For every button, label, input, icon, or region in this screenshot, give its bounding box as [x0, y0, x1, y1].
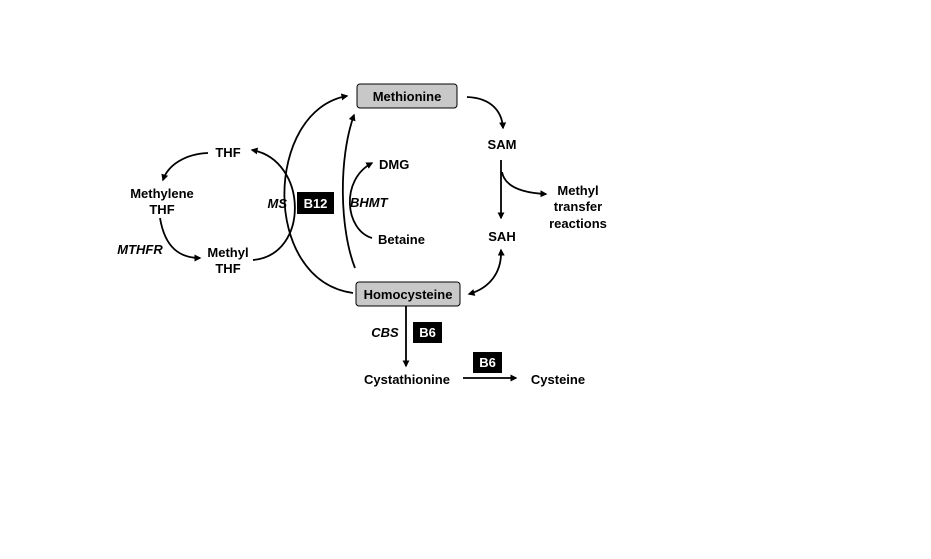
methyl-thf-label-line1: Methyl — [207, 245, 248, 260]
arrow-sah-homocysteine-reversible — [467, 248, 505, 296]
cysteine-label: Cysteine — [531, 372, 585, 387]
thf-label: THF — [215, 145, 240, 160]
node-homocysteine: Homocysteine — [355, 281, 461, 307]
methionine-label: Methionine — [373, 89, 442, 104]
arrow-methylenethf-to-methylthf — [159, 217, 202, 262]
node-methionine: Methionine — [356, 83, 458, 109]
methyl-transfer-label-line3: reactions — [549, 216, 607, 231]
cystathionine-label: Cystathionine — [364, 372, 450, 387]
b12-label: B12 — [304, 196, 328, 211]
arrow-betaine-to-dmg — [348, 162, 374, 239]
enzyme-bhmt-label: BHMT — [350, 195, 389, 210]
methyl-transfer-label-line1: Methyl — [557, 183, 598, 198]
dmg-label: DMG — [379, 157, 409, 172]
b6-cbs-label: B6 — [419, 325, 436, 340]
methyl-transfer-label-line2: transfer — [554, 199, 602, 214]
methyl-thf-label-line2: THF — [215, 261, 240, 276]
homocysteine-label: Homocysteine — [364, 287, 453, 302]
enzyme-ms-label: MS — [268, 196, 288, 211]
methionine-box — [356, 83, 458, 109]
arrow-sam-to-methyl-transfer — [501, 171, 548, 198]
methylene-thf-label-line2: THF — [149, 202, 174, 217]
enzyme-mthfr-label: MTHFR — [117, 242, 163, 257]
methylene-thf-label-line1: Methylene — [130, 186, 194, 201]
b6-cysteine-box — [473, 352, 502, 373]
b6-cysteine-label: B6 — [479, 355, 496, 370]
arrow-methylthf-to-thf — [250, 147, 296, 261]
cofactor-b12-badge: B12 — [297, 192, 334, 214]
arrow-ms-homocysteine-to-methionine — [283, 93, 354, 294]
cofactor-b6-cbs-badge: B6 — [413, 322, 442, 343]
arrow-bhmt-homocysteine-to-methionine — [341, 113, 356, 269]
arrow-thf-to-methylenethf — [161, 152, 209, 182]
sah-label: SAH — [488, 229, 515, 244]
b12-box — [297, 192, 334, 214]
b6-cbs-box — [413, 322, 442, 343]
cofactor-b6-cysteine-badge: B6 — [473, 352, 502, 373]
sam-label: SAM — [488, 137, 517, 152]
arrows — [159, 93, 548, 382]
enzyme-cbs-label: CBS — [371, 325, 399, 340]
arrow-methionine-to-sam — [466, 96, 507, 130]
homocysteine-box — [355, 281, 461, 307]
betaine-label: Betaine — [378, 232, 425, 247]
